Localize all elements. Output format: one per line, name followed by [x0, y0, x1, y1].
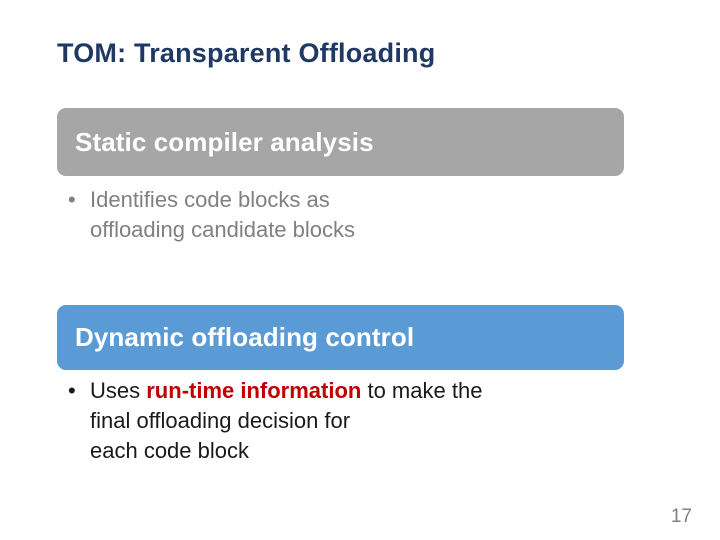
bullet-text-continuation: final offloading decision for	[90, 408, 351, 433]
bullet-text-suffix: to make the	[361, 378, 483, 403]
bullet-text-continuation: each code block	[90, 438, 249, 463]
list-item: • Identifies code blocks as	[68, 185, 628, 215]
section-banner-static-compiler-analysis: Static compiler analysis	[57, 108, 624, 176]
page-title: TOM: Transparent Offloading	[57, 38, 436, 68]
bullet-marker-icon: •	[68, 187, 76, 212]
page-number: 17	[670, 506, 692, 527]
list-item-continuation: each code block	[68, 436, 668, 466]
section-banner-label: Dynamic offloading control	[75, 322, 415, 352]
section-banner-label: Static compiler analysis	[75, 126, 374, 157]
bullet-marker-icon: •	[68, 378, 76, 403]
bullet-text-continuation: offloading candidate blocks	[90, 217, 356, 242]
bullet-list-dynamic: • Uses run-time information to make the …	[68, 376, 668, 466]
list-item-continuation: final offloading decision for	[68, 406, 668, 436]
bullet-text-highlight: run-time information	[146, 378, 362, 403]
bullet-text: Uses run-time information to make the	[90, 376, 482, 406]
section-banner-dynamic-offloading-control: Dynamic offloading control	[57, 305, 624, 370]
bullet-text: Identifies code blocks as	[90, 187, 330, 212]
bullet-list-static: • Identifies code blocks as offloading c…	[68, 185, 628, 245]
list-item: • Uses run-time information to make the	[68, 376, 668, 406]
list-item-continuation: offloading candidate blocks	[68, 215, 628, 245]
bullet-text-prefix: Uses	[90, 378, 147, 403]
